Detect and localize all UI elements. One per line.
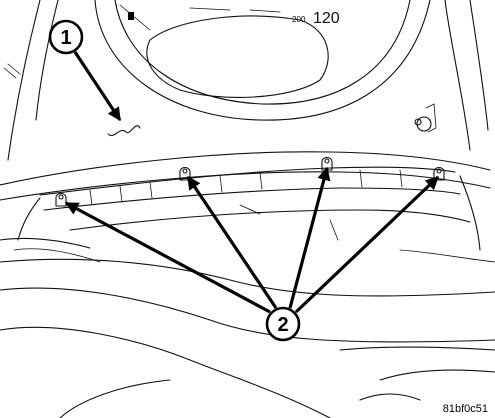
retaining-clips [55, 156, 445, 207]
callout-2-number: 2 [277, 314, 288, 336]
callout-1: 1 [48, 19, 84, 55]
callout-2: 2 [265, 306, 301, 342]
leader-arrow-2c [288, 166, 331, 309]
callout-1-number: 1 [60, 27, 71, 49]
leader-lines [64, 51, 440, 314]
leader-arrow-2d [294, 175, 440, 314]
gauge-scale-large: 120 [313, 10, 340, 27]
leader-arrow-2a [64, 201, 271, 314]
clip-1 [55, 192, 67, 207]
clip-4 [433, 166, 445, 181]
gauge-scale-small: 200 [292, 15, 306, 24]
clip-3 [321, 156, 333, 171]
dash-panel [17, 166, 481, 251]
lower-dash [0, 237, 495, 418]
figure-id: 81bf0c51 [443, 403, 488, 415]
leader-arrow-1 [73, 51, 122, 122]
leader-arrow-2b [186, 175, 278, 309]
